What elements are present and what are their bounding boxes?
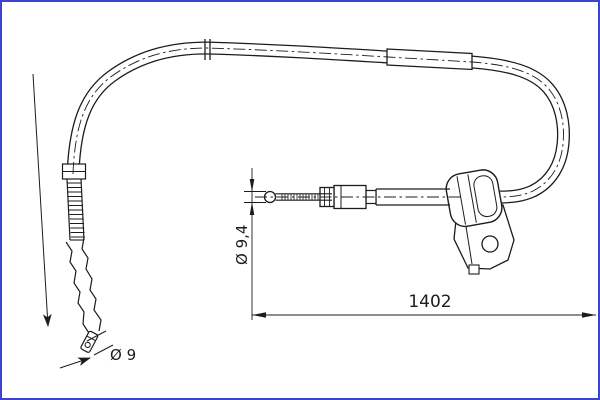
bellows-boot-right: [81, 237, 102, 332]
diameter94-arrow-top: [249, 179, 255, 192]
diameter9-ticks: [86, 330, 114, 356]
grommet-housing: [445, 169, 503, 228]
housing-inner: [473, 175, 498, 218]
diameter9-label: Ø 9: [110, 346, 136, 364]
ribbed-sleeve-ticks: [67, 182, 85, 238]
bellows-boot-left: [65, 241, 90, 334]
housing-ribs: [456, 174, 477, 225]
clevis-hole: [84, 341, 91, 349]
direction-leader-line: [32, 73, 52, 328]
ribbed-sleeve: [66, 178, 85, 241]
length-arrow-right: [582, 312, 596, 318]
bracket-tab: [468, 264, 480, 275]
end-clevis: [80, 330, 99, 353]
diameter94-arrow-bottom: [249, 202, 255, 215]
cable-centerline: [72, 47, 564, 198]
diameter9-leader: [59, 357, 92, 369]
bracket-hole: [481, 235, 499, 253]
diameter94-label: Ø 9,4: [233, 225, 251, 265]
diameter94-extension-lines: [244, 191, 266, 203]
length-arrow-left: [252, 312, 266, 318]
length-label: 1402: [408, 292, 451, 312]
stop-collar: [204, 39, 211, 60]
